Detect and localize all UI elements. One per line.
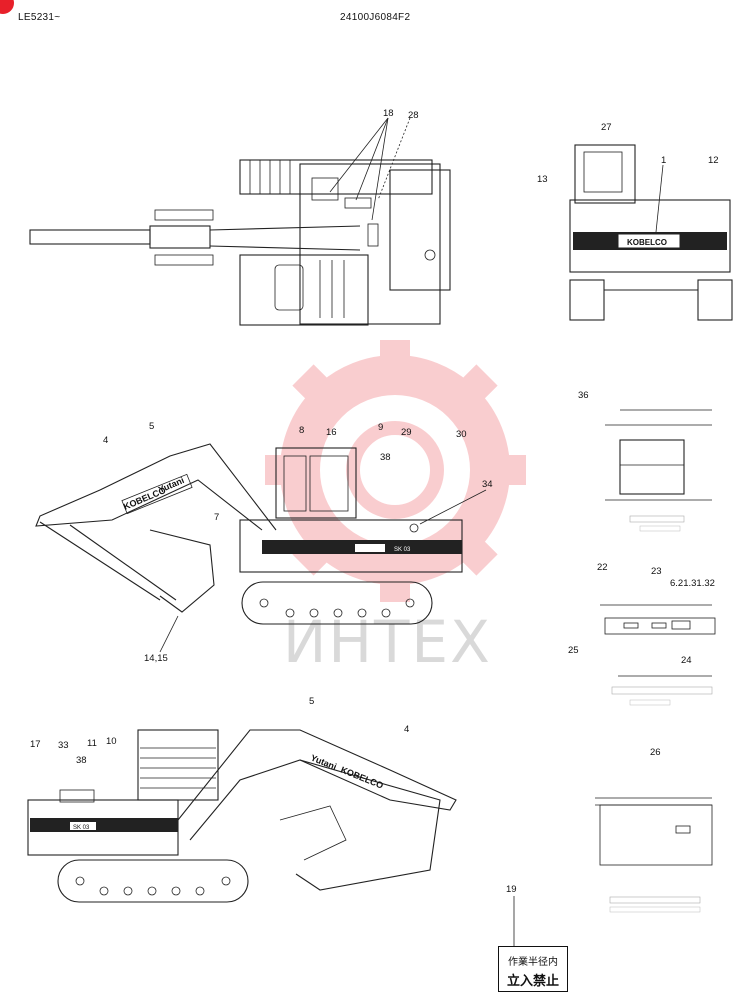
callout-38-right: 38 [380,452,391,463]
callout-27: 27 [601,122,612,133]
callout-14-15: 14,15 [144,653,168,664]
callout-10: 10 [106,736,117,747]
callout-33: 33 [58,740,69,751]
callout-5-right: 5 [149,421,154,432]
warning-line-1: 作業半径内 [508,957,558,968]
callout-12: 12 [708,155,719,166]
detail-cab-rear [605,409,712,532]
callout-36: 36 [578,390,589,401]
callout-6-21-31-32: 6.21.31.32 [670,578,715,589]
watermark-gear [265,340,526,602]
side-view-left [27,729,457,903]
callout-19: 19 [506,884,517,895]
warning-line-2: 立入禁止 [506,974,559,989]
callout-34: 34 [482,479,493,490]
corner-mark [0,0,14,14]
boom-maker-decal-left: Yutani [309,753,338,772]
model-badge-right: SK 03 [394,547,411,553]
callout-29: 29 [401,427,412,438]
callout-5-left: 5 [309,696,314,707]
top-view-machine [29,159,451,326]
rear-brand-decal: KOBELCO [627,238,667,247]
callout-22: 22 [597,562,608,573]
callout-7: 7 [214,512,219,523]
callout-25: 25 [568,645,579,656]
callout-13: 13 [537,174,548,185]
model-badge-left: SK 03 [73,825,90,831]
watermark-text: ИНТЕХ [283,608,492,676]
model-range: LE5231~ [18,12,61,23]
detail-cab-side-member [600,604,716,706]
callout-4-right: 4 [103,435,108,446]
boom-brand-decal-left: KOBELCO [339,765,384,791]
callout-8: 8 [299,425,304,436]
callout-11: 11 [87,738,97,749]
callout-38-left: 38 [76,755,87,766]
rear-view-machine [569,144,733,321]
callout-30: 30 [456,429,467,440]
callout-26: 26 [650,747,661,758]
part-number: 24100J6084F2 [340,12,411,23]
callout-28: 28 [408,110,419,121]
callout-18: 18 [383,108,394,119]
detail-cab-front-plate [595,797,713,913]
side-view-right [35,443,463,625]
callout-9: 9 [378,422,383,433]
callout-1: 1 [661,155,666,166]
callout-23: 23 [651,566,662,577]
callout-16: 16 [326,427,337,438]
callout-4-left: 4 [404,724,409,735]
warning-label-decal: 作業半径内 立入禁止 [498,946,568,992]
callout-24: 24 [681,655,692,666]
callout-17: 17 [30,739,41,750]
